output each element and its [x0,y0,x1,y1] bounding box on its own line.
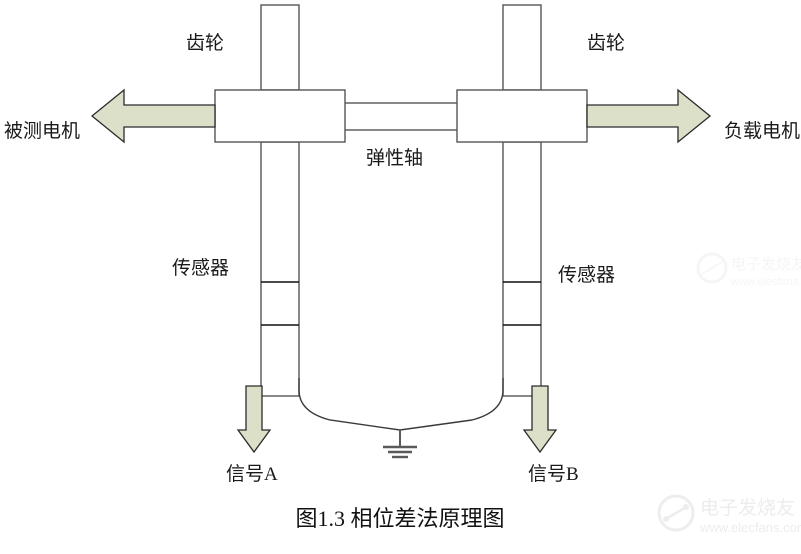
label-gear-right: 齿轮 [587,32,625,54]
watermark-url: www.elecfans.com [699,520,801,535]
label-motor-under-test: 被测电机 [4,120,80,142]
label-elastic-shaft: 弹性轴 [366,147,423,169]
watermark-logo-icon [657,494,695,532]
figure-caption: 图1.3 相位差法原理图 [295,506,504,531]
gear-box-right [456,89,588,143]
watermark-brand: 电子发烧友 [700,497,795,519]
label-sensor-left: 传感器 [172,257,229,279]
label-signal-a: 信号A [226,463,278,485]
right-shaft-upper [502,4,542,91]
ground-symbol [383,430,417,459]
watermark-secondary: 电子发烧友 www.elecfans.com [696,252,801,288]
sensor-ladder-left [261,281,299,326]
label-signal-b: 信号B [528,463,579,485]
right-vertical-shaft [502,4,542,397]
left-vertical-shaft [260,4,300,397]
gear-box-left [214,89,346,143]
watermark-secondary-brand: 电子发烧友 [731,256,801,273]
left-shaft-upper [260,4,300,91]
watermark-secondary-url: www.elecfans.com [730,276,801,288]
signal-arrow-a [236,385,272,454]
bottom-u-link [298,378,504,431]
label-load-motor: 负载电机 [724,120,800,142]
left-shaft-lower [260,141,300,397]
label-sensor-right: 传感器 [558,264,615,286]
signal-arrow-b [522,385,558,454]
sensor-ladder-right [503,281,541,326]
output-arrow-right [586,88,712,144]
watermark-secondary-logo-icon [696,252,728,284]
right-shaft-lower [502,141,542,397]
watermark: 电子发烧友 www.elecfans.com [657,494,801,535]
label-gear-left: 齿轮 [186,32,224,54]
bottom-u-curve [298,378,504,431]
output-arrow-left [90,88,216,144]
